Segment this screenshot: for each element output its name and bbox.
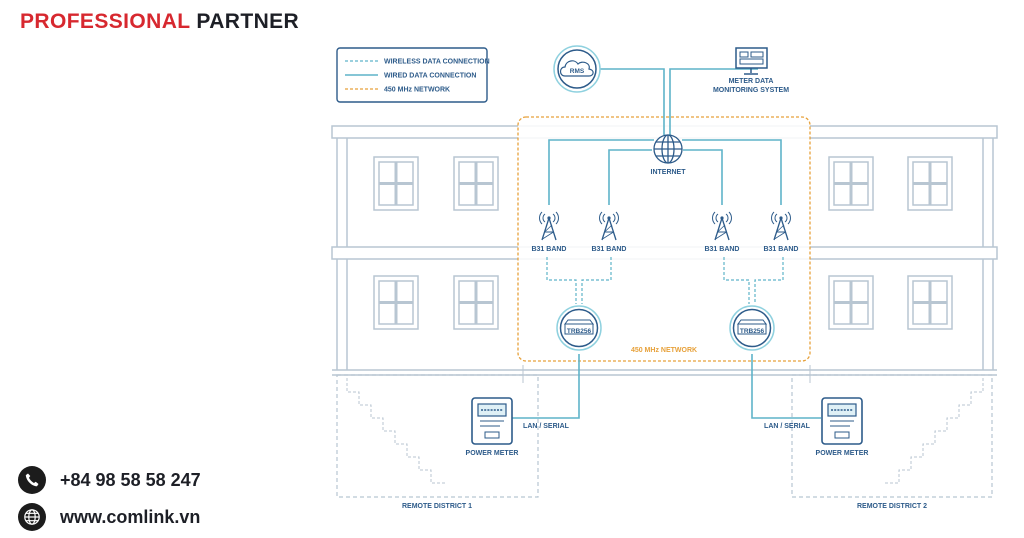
legend: WIRELESS DATA CONNECTION WIRED DATA CONN… [336,47,490,103]
power-meter-1: POWER METER [466,397,519,457]
internet-label: INTERNET [651,169,687,176]
tower-1-label: B31 BAND [531,246,566,253]
router-1-label: TRB256 [567,328,592,335]
wireless-connections [546,257,784,304]
window [372,155,420,212]
tower-1: B31 BAND [531,211,567,253]
power-meter-icon [471,397,513,445]
window [452,155,500,212]
window [827,155,875,212]
legend-wireless-label: WIRELESS DATA CONNECTION [384,59,490,66]
tower-4-label: B31 BAND [763,246,798,253]
tower-2: B31 BAND [591,211,627,253]
internet-to-tower-1-line [548,139,654,205]
router-2: TRB256 [729,305,775,351]
legend-box [336,47,488,103]
tower-1-to-router-1-link [546,257,577,304]
district-1-stairs [346,378,447,484]
router-2-to-meter-line [751,354,821,419]
wired-connections [507,68,821,419]
remote-district-1-label: REMOTE DISTRICT 1 [402,503,472,510]
window [452,274,500,331]
meter-system-label-line1: METER DATA [729,78,774,85]
phone-number[interactable]: +84 98 58 58 247 [60,469,201,490]
rms-to-internet-line [600,68,665,135]
contact-website[interactable]: www.comlink.vn [18,503,200,531]
lan-serial-label-2: LAN / SERIAL [764,423,811,430]
tower-3-label: B31 BAND [704,246,739,253]
tower-2-label: B31 BAND [591,246,626,253]
power-meter-2-label: POWER METER [816,450,869,457]
window [372,274,420,331]
lan-serial-label-1: LAN / SERIAL [523,423,570,430]
legend-network-label: 450 MHz NETWORK [384,87,450,94]
tower-3-to-router-2-link [723,257,750,304]
district-2-box [791,374,993,498]
remote-district-2-label: REMOTE DISTRICT 2 [857,503,927,510]
window [906,274,954,331]
website-url[interactable]: www.comlink.vn [60,506,201,527]
rms-node: RMS [553,45,601,93]
router-1-to-meter-line [507,354,580,419]
internet-to-tower-4-line [682,139,782,205]
brand-title: PROFESSIONAL PARTNER [20,10,299,34]
dashboard-panel-icon [739,58,764,65]
power-meter-2: POWER METER [816,397,869,457]
tower-2-to-router-1-link [581,257,612,304]
window [827,274,875,331]
brand-title-partner: PARTNER [196,10,300,33]
remote-districts [336,365,993,498]
power-meter-1-label: POWER METER [466,450,519,457]
dashboard-panel-icon [739,51,749,58]
globe-icon [653,134,683,164]
network-450mhz-label: 450 MHz NETWORK [631,347,697,354]
window [906,155,954,212]
tower-4-to-router-2-link [754,257,784,304]
power-meter-icon [821,397,863,445]
router-1: TRB256 [556,305,602,351]
district-2-stairs [883,378,984,484]
globe-icon [18,503,46,531]
phone-icon [18,466,46,494]
rms-label: RMS [570,68,585,75]
internet-node: INTERNET [651,134,687,176]
tower-4: B31 BAND [763,211,799,253]
tower-3: B31 BAND [704,211,740,253]
brand-title-professional: PROFESSIONAL [20,10,191,33]
contact-phone[interactable]: +84 98 58 58 247 [18,466,201,494]
internet-to-tower-3-line [683,149,723,205]
meter-system-label-line2: MONITORING SYSTEM [713,87,789,94]
router-2-label: TRB256 [740,328,765,335]
legend-wired-label: WIRED DATA CONNECTION [384,73,476,80]
meter-data-monitoring-system: METER DATA MONITORING SYSTEM [713,47,789,94]
monitor-icon [735,47,768,69]
district-1-box [336,374,539,498]
meter-system-to-internet-line [669,68,758,135]
cloud-icon [559,60,594,77]
dashboard-panel-icon [750,51,764,58]
internet-to-tower-2-line [608,149,652,205]
